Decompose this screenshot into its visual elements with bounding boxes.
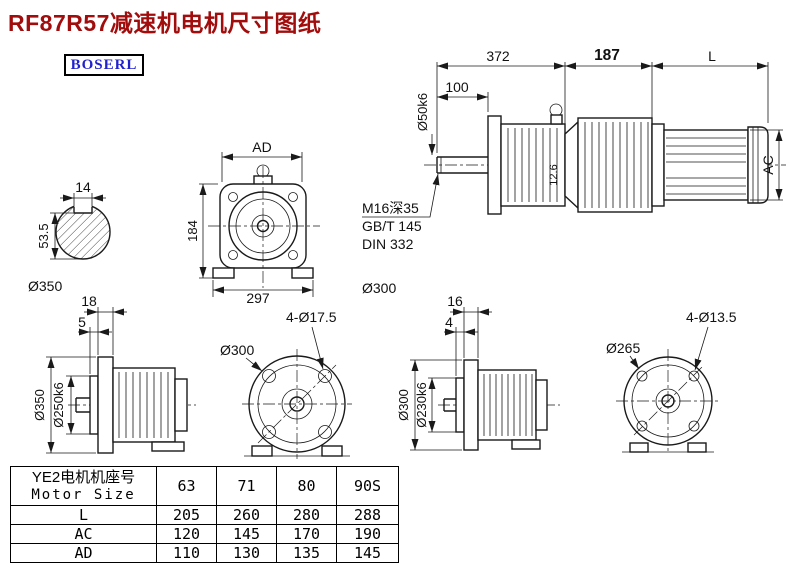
note-din-332: DIN 332 <box>362 236 414 252</box>
label-flange-dia-300: Ø300 <box>220 342 254 358</box>
dim-flange-thk-18: 18 <box>81 293 97 309</box>
label-dia-300: Ø300 <box>362 280 396 296</box>
page-title: RF87R57减速机电机尺寸图纸 <box>8 10 322 36</box>
table-row-l: L 205 260 280 288 <box>10 505 399 525</box>
label-holes-13-5: 4-Ø13.5 <box>686 309 737 325</box>
size-option-90s: 90S <box>336 466 399 506</box>
dim-key-width: 14 <box>75 179 91 195</box>
size-option-71: 71 <box>216 466 277 506</box>
header-cn: YE2电机机座号 <box>31 469 136 486</box>
label-flange-dia-265: Ø265 <box>606 340 640 356</box>
value-ac-71: 145 <box>216 524 277 544</box>
flange-front-view-265: Ø265 4-Ø13.5 <box>606 309 737 453</box>
value-l-90s: 288 <box>336 505 399 525</box>
value-l-71: 260 <box>216 505 277 525</box>
flange-front-view-300: Ø300 4-Ø17.5 <box>220 309 352 459</box>
value-ac-90s: 190 <box>336 524 399 544</box>
dim-shaft-height: 53.5 <box>36 223 51 248</box>
motor-size-header-cell: YE2电机机座号 Motor Size <box>10 466 157 506</box>
dim-width-297: 297 <box>246 290 270 306</box>
table-row-ac: AC 120 145 170 190 <box>10 524 399 544</box>
table-header-row: YE2电机机座号 Motor Size 63 71 80 90S <box>10 466 399 506</box>
row-label-ad: AD <box>10 543 157 563</box>
dim-372: 372 <box>486 48 510 64</box>
table-row-ad: AD 110 130 135 145 <box>10 543 399 563</box>
dim-ad: AD <box>252 139 271 155</box>
value-l-80: 280 <box>276 505 337 525</box>
dim-spigot-dia-230: Ø230k6 <box>414 382 429 428</box>
dim-flange-thk-16: 16 <box>447 293 463 309</box>
dim-187: 187 <box>594 47 620 64</box>
value-ad-71: 130 <box>216 543 277 563</box>
dim-spigot-5: 5 <box>78 314 86 330</box>
gearbox-front-view: AD 184 297 <box>185 139 320 306</box>
value-ad-80: 135 <box>276 543 337 563</box>
label-dia-350: Ø350 <box>28 278 62 294</box>
size-option-63: 63 <box>156 466 217 506</box>
row-label-ac: AC <box>10 524 157 544</box>
value-l-63: 205 <box>156 505 217 525</box>
motor-size-table: YE2电机机座号 Motor Size 63 71 80 90S L 205 2… <box>10 466 399 563</box>
header-en: Motor Size <box>31 487 136 503</box>
size-option-80: 80 <box>276 466 337 506</box>
dim-shaft-dia: Ø50k6 <box>415 93 430 131</box>
assembly-side-view: 372 187 L 100 Ø50k6 12.6 AC M16深35 GB/T … <box>362 47 786 252</box>
label-holes-17-5: 4-Ø17.5 <box>286 309 337 325</box>
value-ad-63: 110 <box>156 543 217 563</box>
row-label-l: L <box>10 505 157 525</box>
dim-100: 100 <box>445 79 469 95</box>
dim-ac: AC <box>760 155 776 174</box>
logo-text: BOSERL <box>70 56 138 73</box>
boserl-logo: BOSERL <box>64 54 144 76</box>
dim-flange-dia-300: Ø300 <box>396 389 411 421</box>
side-view-flange-300: 16 4 Ø300 Ø230k6 Ø300 <box>362 280 560 451</box>
side-view-flange-350: 18 5 Ø350 Ø250k6 <box>32 293 196 454</box>
dim-spigot-dia-250: Ø250k6 <box>51 382 66 428</box>
dim-spigot-4: 4 <box>445 314 453 330</box>
dim-height-184: 184 <box>185 220 200 242</box>
note-tap-hole: M16深35 <box>362 200 419 216</box>
note-gbt-145: GB/T 145 <box>362 218 422 234</box>
value-ac-63: 120 <box>156 524 217 544</box>
shaft-section-view: 14 53.5 Ø350 <box>28 179 111 294</box>
value-ad-90s: 145 <box>336 543 399 563</box>
dim-12-6: 12.6 <box>548 164 560 185</box>
value-ac-80: 170 <box>276 524 337 544</box>
dim-L: L <box>708 48 716 64</box>
dim-flange-dia-350: Ø350 <box>32 389 47 421</box>
